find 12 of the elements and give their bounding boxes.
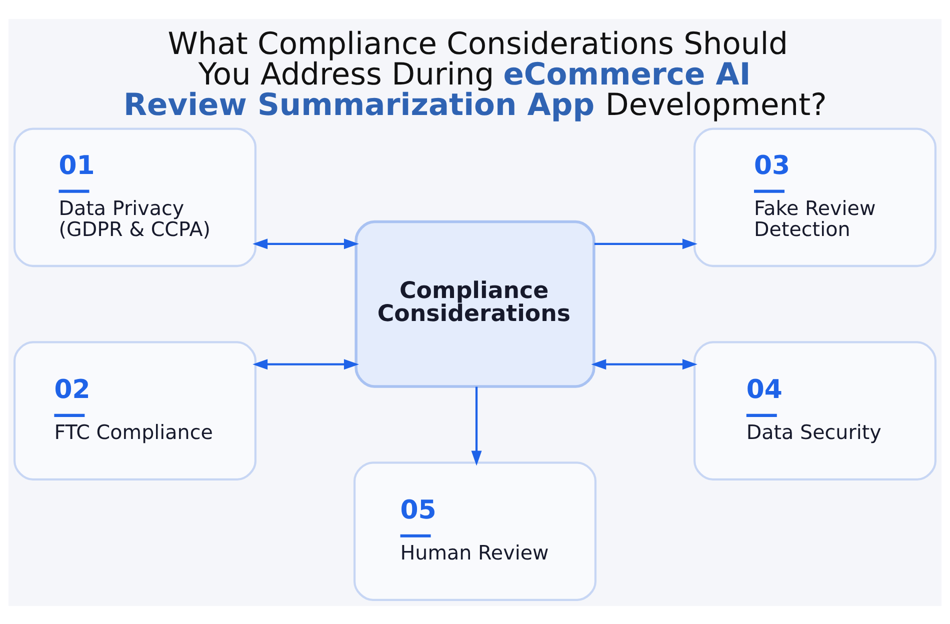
arrow: [471, 386, 482, 466]
arrow: [252, 358, 359, 370]
diagram-title: What Compliance Considerations Should You Address During eCommerce AI Review Summarization App Development?: [124, 26, 827, 123]
node-box: 05 Human Review: [353, 461, 597, 600]
node-box: 01 Data Privacy (GDPR & CCPA): [13, 127, 257, 267]
arrow: [591, 358, 698, 370]
node-box: 04 Data Security: [693, 340, 937, 480]
arrow: [252, 238, 359, 249]
arrow: [594, 238, 698, 249]
node-box: 02 FTC Compliance: [13, 340, 257, 480]
node-box: 03 Fake Review Detection: [693, 127, 937, 267]
node-box: Compliance Considerations: [354, 220, 596, 388]
